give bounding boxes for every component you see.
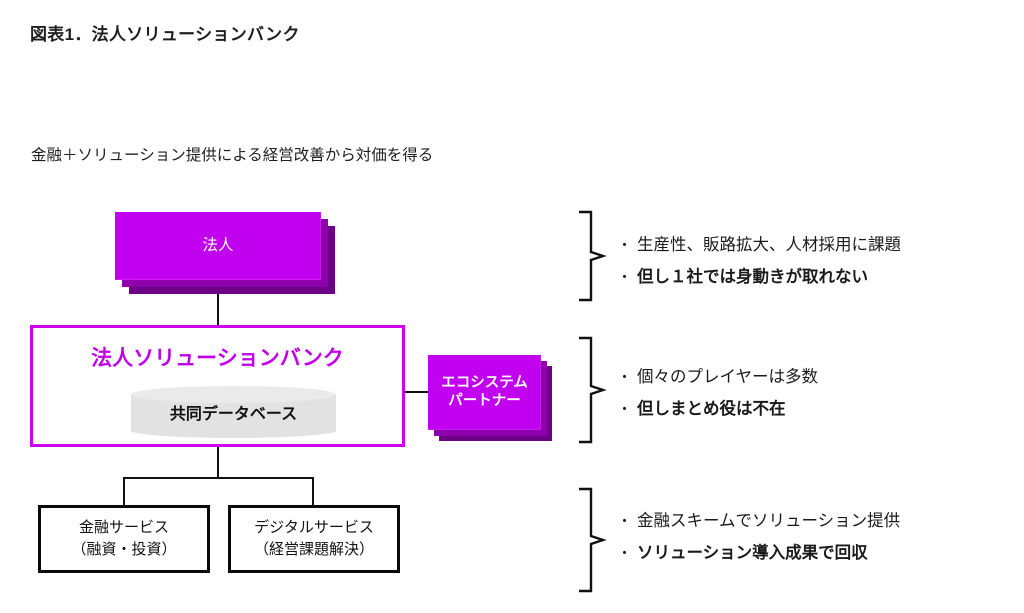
cylinder-bottom-ellipse <box>131 423 336 438</box>
connector-to-digital-service <box>312 477 314 506</box>
annotation-bullet: ・ 生産性、販路拡大、人材採用に課題 <box>617 236 901 255</box>
partner-label-line1: エコシステム <box>441 374 528 391</box>
connector-corporate-to-bank <box>217 294 219 326</box>
annotation-bullet: ・ 個々のプレイヤーは多数 <box>617 368 818 387</box>
bullet-marker-icon: ・ <box>617 268 633 286</box>
cylinder-top-ellipse <box>131 386 336 403</box>
annotation-text: 金融スキームでソリューション提供 <box>637 512 901 530</box>
financial-service-line2: （融資・投資） <box>71 541 177 558</box>
annotation-text: 但し１社では身動きが取れない <box>637 267 868 286</box>
digital-service-line2: （経営課題解決） <box>253 541 374 558</box>
shared-database-cylinder: 共同データベース <box>131 386 336 438</box>
bullet-marker-icon: ・ <box>617 513 633 530</box>
figure-lead-text: 金融＋ソリューション提供による経営改善から対価を得る <box>31 147 434 164</box>
node-ecosystem-partner: エコシステム パートナー <box>428 355 552 441</box>
ecosystem-partner-label: エコシステム パートナー <box>428 355 541 430</box>
right-brace-icon-1 <box>575 210 607 302</box>
connector-services-crossbar <box>123 477 313 479</box>
connector-bank-to-partner <box>405 391 432 393</box>
bullet-marker-icon: ・ <box>617 237 633 254</box>
financial-service-line1: 金融サービス <box>78 518 169 536</box>
connector-to-finance-service <box>123 477 125 506</box>
bullet-marker-icon: ・ <box>617 369 633 386</box>
connector-bank-down-stem <box>217 447 219 478</box>
shared-database-label: 共同データベース <box>169 406 298 423</box>
node-digital-service: デジタルサービス （経営課題解決） <box>228 505 400 573</box>
annotation-text: 生産性、販路拡大、人材採用に課題 <box>637 236 901 254</box>
solution-bank-title: 法人ソリューションバンク <box>91 347 344 370</box>
corporate-label: 法人 <box>115 212 321 280</box>
annotation-bullet: ・ 但しまとめ役は不在 <box>617 400 818 419</box>
annotation-text: 但しまとめ役は不在 <box>637 399 786 418</box>
bullet-marker-icon: ・ <box>617 544 633 562</box>
annotation-text: 個々のプレイヤーは多数 <box>637 368 819 386</box>
node-financial-service: 金融サービス （融資・投資） <box>38 505 210 573</box>
annotation-group-3: ・ 金融スキームでソリューション提供 ・ ソリューション導入成果で回収 <box>617 512 900 575</box>
node-corporate: 法人 <box>115 212 335 294</box>
annotation-text: ソリューション導入成果で回収 <box>637 543 868 562</box>
digital-service-line1: デジタルサービス <box>254 518 374 536</box>
annotation-bullet: ・ 但し１社では身動きが取れない <box>617 268 901 287</box>
annotation-bullet: ・ ソリューション導入成果で回収 <box>617 544 900 563</box>
figure-title: 図表1．法人ソリューションバンク <box>30 25 300 44</box>
right-brace-icon-2 <box>575 336 607 444</box>
annotation-group-2: ・ 個々のプレイヤーは多数 ・ 但しまとめ役は不在 <box>617 368 818 431</box>
annotation-group-1: ・ 生産性、販路拡大、人材採用に課題 ・ 但し１社では身動きが取れない <box>617 236 901 299</box>
annotation-bullet: ・ 金融スキームでソリューション提供 <box>617 512 900 531</box>
node-solution-bank: 法人ソリューションバンク 共同データベース <box>30 325 405 447</box>
bullet-marker-icon: ・ <box>617 400 633 418</box>
right-brace-icon-3 <box>575 487 607 593</box>
partner-label-line2: パートナー <box>448 392 521 409</box>
